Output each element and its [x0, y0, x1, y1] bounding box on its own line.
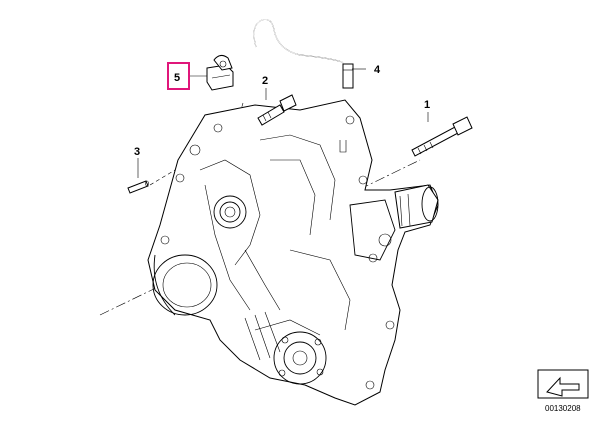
drawing-code: 00130208	[545, 404, 581, 413]
part-5-clip	[206, 54, 234, 91]
callout-4-label: 4	[374, 64, 381, 76]
part-4-vent-hose	[253, 19, 354, 153]
callout-1-label: 1	[424, 99, 430, 111]
transfer-case-housing	[147, 99, 439, 406]
leader-lines	[137, 68, 429, 178]
callout-5-label: 5	[174, 72, 180, 84]
callout-2-label: 2	[262, 75, 268, 87]
part-1-long-bolt	[411, 116, 473, 157]
part-3-dowel-pin	[127, 180, 149, 194]
callout-5-highlight-box	[167, 62, 190, 90]
part-2-bolt	[257, 94, 297, 126]
callout-3-label: 3	[134, 146, 140, 158]
arrow-down-left-icon[interactable]	[537, 369, 589, 399]
